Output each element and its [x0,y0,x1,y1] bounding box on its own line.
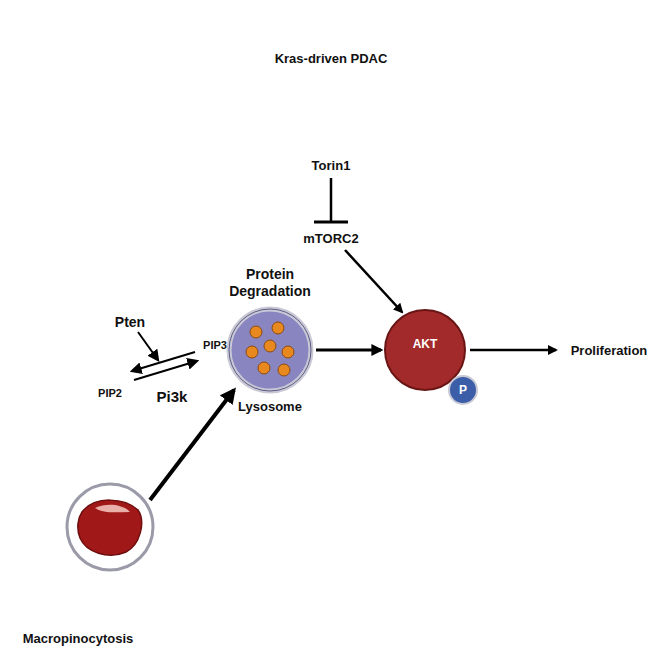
phospho-fill [449,376,477,404]
lysosome-circle [226,306,314,394]
lysosome-outline [229,309,311,391]
protein-dot [282,346,294,358]
lysosome-heading: Protein Degradation [222,266,318,300]
inhibition-bar [314,221,348,224]
connector-arrow [316,349,381,352]
vesicle [67,484,153,570]
equilibrium-arrow [134,361,197,380]
drug-label: Torin1 [312,158,351,173]
lysosome-label: Lysosome [238,399,302,414]
process-label: Macropinocytosis [23,631,134,646]
lysosome: Protein DegradationLysosome [222,266,318,414]
protein-dot [264,340,276,352]
protein-dot [258,362,270,374]
proliferation-arrow [470,349,556,352]
lipid-label: PIP3 [203,339,227,351]
kinase-label: Pi3k [157,388,188,405]
akt-fill [385,310,465,390]
phospho-label: P [459,383,467,397]
uptake-arrow [150,390,234,500]
lysosome-membrane [229,309,311,391]
pten-arrow [138,332,158,360]
activation-arrow [345,250,402,312]
inhibition-line [330,178,333,221]
lipid-label: PIP2 [98,387,122,399]
akt-label: AKT [413,337,438,351]
gene-label: Pten [115,314,145,330]
outcome-label: Proliferation [571,343,648,358]
cell-heading: Kras-driven PDAC [275,51,388,66]
protein-dot [250,326,262,338]
phospho-circle: P [447,374,479,406]
protein-dot [272,322,284,334]
protein-dot [278,364,290,376]
cytoplasm [45,76,612,598]
membrane [45,76,612,598]
protein-dot [246,346,258,358]
complex-label: mTORC2 [303,231,358,246]
akt-circle: AKTP [383,308,467,392]
equilibrium-arrow [132,352,195,371]
